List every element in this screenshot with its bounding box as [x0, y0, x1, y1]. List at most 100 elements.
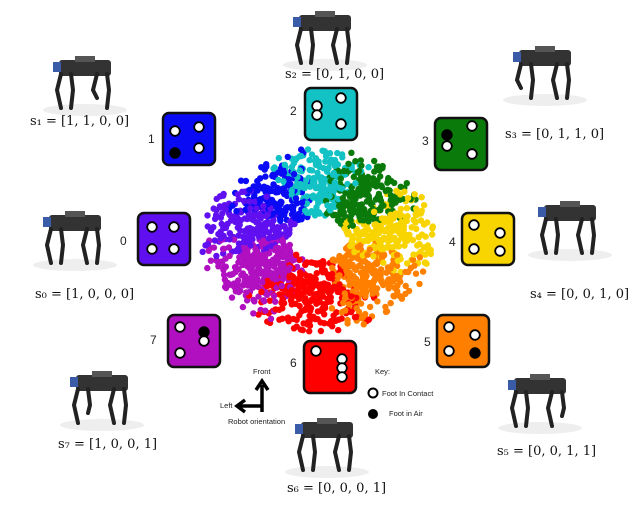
scatter-point [296, 283, 303, 290]
scatter-point [217, 214, 224, 221]
scatter-point [395, 243, 402, 250]
scatter-point [239, 261, 246, 269]
scatter-point [288, 295, 295, 302]
scatter-point [247, 253, 254, 260]
scatter-point [228, 294, 236, 301]
front-label: Front [253, 367, 271, 376]
scatter-point [328, 305, 336, 312]
scatter-point [326, 150, 334, 157]
foot-contact-pip [311, 109, 323, 121]
scatter-point [312, 260, 320, 267]
scatter-point [210, 205, 217, 212]
scatter-point [344, 316, 351, 324]
scatter-point [329, 323, 336, 330]
scatter-point [272, 298, 279, 305]
orientation-caption: Robot orientation [228, 417, 285, 426]
foot-contact-pip [469, 329, 481, 341]
scatter-point [265, 235, 273, 242]
scatter-point [327, 294, 334, 301]
scatter-point [292, 182, 300, 190]
scatter-point [302, 207, 309, 214]
scatter-point [366, 246, 373, 253]
scatter-point [220, 245, 228, 252]
foot-contact-pip [174, 347, 186, 359]
foot-contact-pip [146, 221, 158, 233]
scatter-point [359, 188, 367, 195]
scatter-point [299, 326, 307, 334]
scatter-point [317, 281, 324, 288]
foot-contact-pip [468, 243, 480, 255]
robot-image [498, 374, 582, 434]
scatter-point [329, 264, 336, 271]
scatter-point [365, 216, 372, 223]
die-0: 0s₀ = [1, 0, 0, 0] [35, 211, 192, 302]
scatter-point [338, 309, 346, 316]
scatter-point [265, 219, 272, 226]
scatter-point [380, 234, 387, 242]
scatter-point [354, 188, 362, 195]
scatter-point [307, 304, 315, 312]
scatter-point [337, 217, 345, 224]
robot-image [60, 371, 144, 431]
foot-contact-pip [494, 227, 506, 239]
scatter-point [308, 167, 316, 174]
scatter-point [283, 226, 290, 233]
scatter-point [397, 293, 405, 301]
scatter-point [205, 247, 212, 254]
die-face [435, 313, 491, 369]
scatter-point [204, 240, 211, 248]
scatter-point [306, 156, 313, 164]
scatter-point [239, 188, 246, 195]
scatter-point [411, 191, 418, 198]
scatter-point [313, 270, 320, 277]
key-contact: Foot In Contact [382, 389, 434, 398]
scatter-point [302, 260, 309, 268]
scatter-point [310, 193, 317, 201]
scatter-point [327, 288, 334, 296]
scatter-point [331, 283, 338, 290]
foot-contact-pip [443, 345, 455, 357]
die-face [166, 313, 222, 369]
scatter-point [377, 266, 385, 273]
scatter-point [392, 237, 399, 244]
scatter-point [204, 212, 211, 219]
scatter-point [257, 175, 264, 182]
scatter-point [416, 254, 424, 261]
scatter-point [341, 290, 348, 297]
scatter-point [265, 229, 273, 236]
scatter-point [246, 198, 253, 205]
scatter-point [340, 167, 348, 175]
scatter-point [326, 193, 333, 200]
scatter-point [376, 275, 383, 282]
scatter-point [312, 315, 319, 323]
scatter-point [288, 187, 295, 194]
scatter-point [343, 228, 350, 235]
scatter-point [364, 251, 371, 258]
scatter-point [311, 157, 319, 164]
scatter-point [354, 244, 361, 251]
scatter-point [366, 303, 374, 311]
scatter-point [318, 267, 326, 274]
scatter-point [393, 251, 401, 259]
scatter-point [339, 154, 346, 161]
scatter-point [253, 281, 260, 289]
scatter-point [342, 190, 349, 197]
scatter-point [351, 207, 358, 214]
robot-image [503, 46, 587, 106]
scatter-point [204, 223, 211, 230]
scatter-point [276, 316, 283, 323]
scatter-point [291, 220, 298, 228]
orientation-indicator: Front Left Robot orientation [220, 367, 285, 426]
scatter-point [394, 257, 402, 264]
scatter-point [280, 275, 287, 282]
scatter-point [279, 261, 286, 268]
scatter-point [349, 235, 356, 242]
scatter-point [354, 169, 361, 176]
scatter-point [293, 316, 300, 323]
scatter-point [360, 230, 367, 237]
scatter-point [220, 271, 228, 279]
scatter-point [212, 212, 220, 219]
scatter-point [267, 315, 275, 322]
scatter-point [239, 270, 247, 277]
scatter-point [350, 173, 357, 181]
